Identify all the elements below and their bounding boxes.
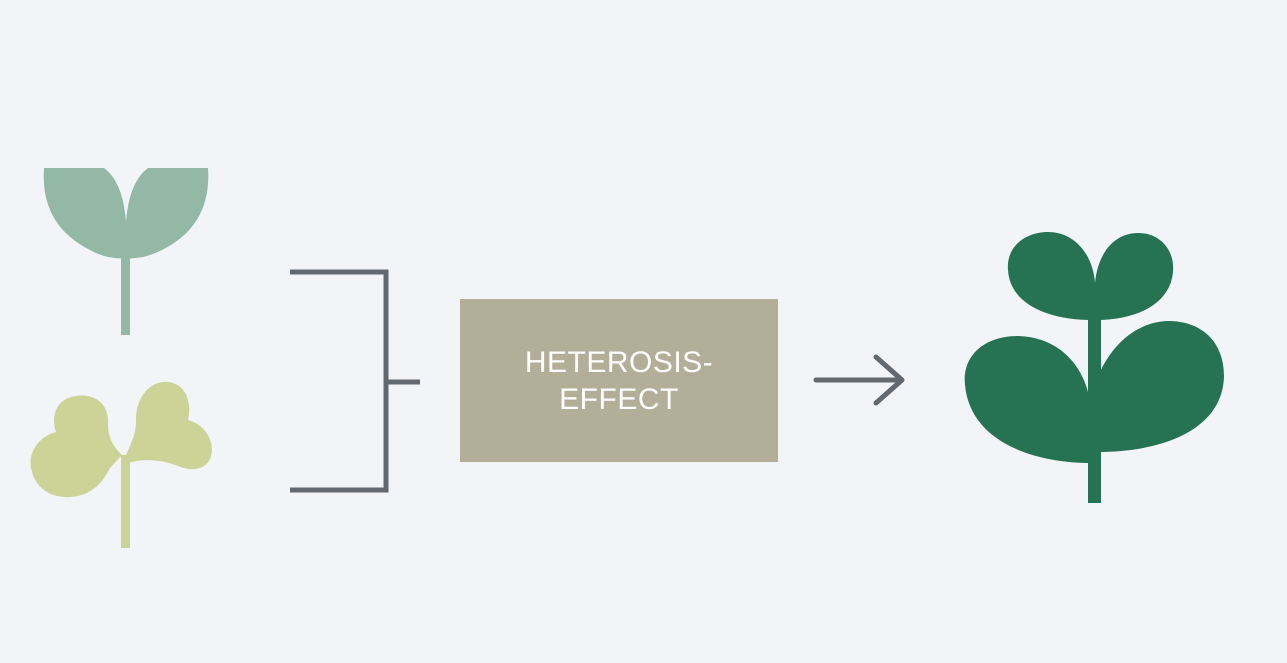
bracket-connector bbox=[290, 269, 420, 493]
effect-box-background bbox=[460, 299, 778, 462]
hybrid-plant-top-leaves bbox=[1007, 232, 1174, 320]
sprout-top-leaves bbox=[43, 168, 209, 259]
heterosis-effect-label: HETEROSIS- EFFECT bbox=[460, 299, 778, 462]
sprout-bottom-stem bbox=[121, 455, 130, 548]
sprout-top-stem bbox=[121, 255, 130, 335]
sprout-bottom-left-leaf bbox=[30, 395, 123, 498]
hybrid-plant-icon bbox=[964, 232, 1224, 503]
effect-label-line1: HETEROSIS- bbox=[524, 345, 714, 379]
hybrid-plant-bottom-leaves bbox=[964, 321, 1224, 463]
parent-sprout-bottom-icon bbox=[30, 381, 212, 548]
parent-sprout-top-icon bbox=[43, 168, 209, 335]
effect-label-line2: EFFECT bbox=[559, 382, 679, 416]
arrow-right-icon bbox=[813, 354, 905, 406]
sprout-bottom-right-leaf bbox=[125, 381, 212, 470]
